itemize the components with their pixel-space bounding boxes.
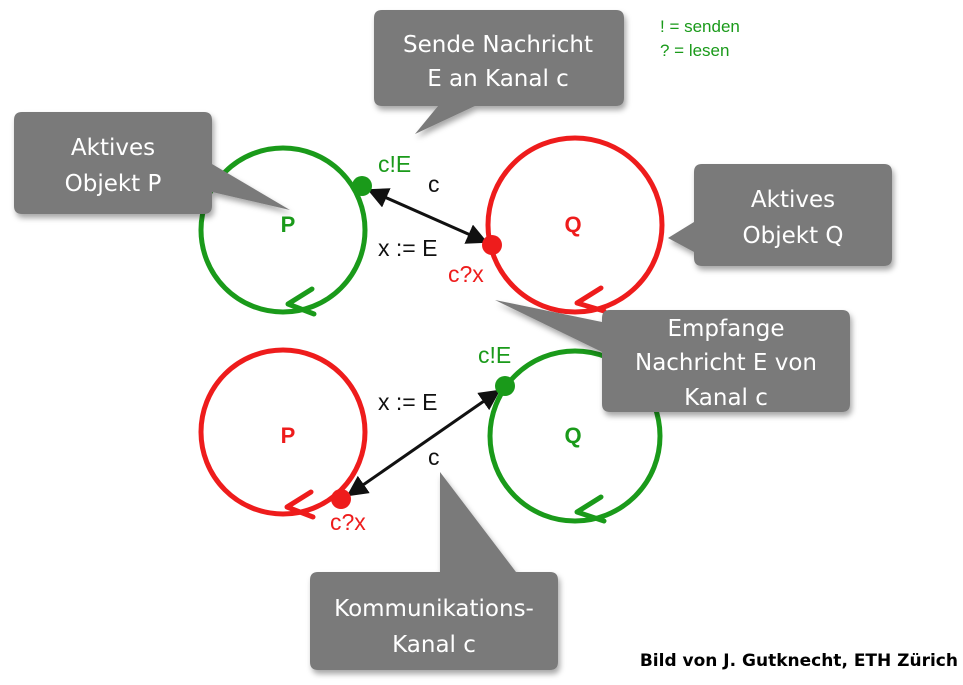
callout-active-q xyxy=(668,164,892,266)
callout-channel-line-1: Kommunikations- xyxy=(334,596,534,622)
bottom-channel-arrow xyxy=(346,389,501,497)
top-q-label: Q xyxy=(564,212,581,237)
callout-channel-line-2: Kanal c xyxy=(392,632,476,658)
bottom-send-port xyxy=(495,376,515,396)
callout-active-q-line-1: Aktives xyxy=(751,187,835,213)
top-q-loop-arrowhead xyxy=(574,285,607,314)
bottom-q-label: Q xyxy=(564,423,581,448)
bottom-channel-label: c xyxy=(428,444,440,470)
image-credit: Bild von J. Gutknecht, ETH Zürich xyxy=(640,651,958,671)
legend-send: ! = senden xyxy=(660,17,740,36)
callout-send-message xyxy=(374,10,624,134)
callout-send-line-1: Sende Nachricht xyxy=(403,32,593,58)
callout-receive-line-2: Nachricht E von xyxy=(635,350,817,376)
top-assign-label: x := E xyxy=(378,235,437,261)
top-p-loop xyxy=(198,145,368,315)
top-p-loop-arrowhead xyxy=(285,286,317,317)
callout-active-p xyxy=(14,112,290,214)
bottom-assign-label: x := E xyxy=(378,389,437,415)
bottom-q-loop-arrowhead xyxy=(574,494,607,524)
top-channel-arrow xyxy=(367,188,488,244)
legend: ! = senden ? = lesen xyxy=(660,17,740,60)
top-recv-port xyxy=(482,235,502,255)
callout-receive-message xyxy=(495,300,850,412)
top-p-label: P xyxy=(281,212,296,237)
top-channel-label: c xyxy=(428,171,440,197)
top-send-port-label: c!E xyxy=(378,151,411,177)
top-q-loop xyxy=(485,135,665,315)
callout-receive-line-1: Empfange xyxy=(667,316,784,342)
bottom-recv-port-label: c?x xyxy=(330,509,366,535)
callout-active-p-line-2: Objekt P xyxy=(65,171,162,197)
bottom-recv-port xyxy=(331,489,351,509)
bottom-p-loop-arrowhead xyxy=(284,489,316,520)
callout-active-q-line-2: Objekt Q xyxy=(743,223,844,249)
legend-read: ? = lesen xyxy=(660,41,729,60)
top-send-port xyxy=(352,176,372,196)
top-scene: P Q c!E c?x c x := E xyxy=(198,135,665,317)
callout-receive-line-3: Kanal c xyxy=(684,385,768,411)
callout-channel xyxy=(310,472,558,670)
bottom-send-port-label: c!E xyxy=(478,342,511,368)
callout-send-line-2: E an Kanal c xyxy=(427,66,569,92)
bottom-p-label: P xyxy=(281,423,296,448)
bottom-scene: P Q c!E c?x c x := E xyxy=(198,342,663,535)
callout-active-p-line-1: Aktives xyxy=(71,135,155,161)
top-recv-port-label: c?x xyxy=(448,261,484,287)
